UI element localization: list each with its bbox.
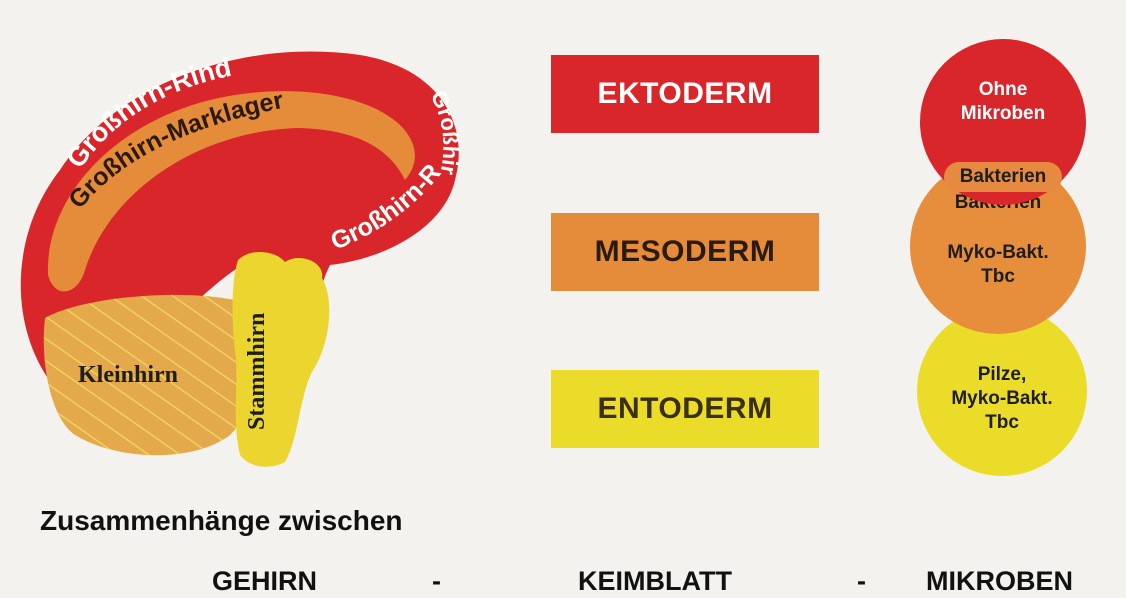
microbe-ekto-line1: Ohne (979, 78, 1028, 102)
microbe-ento-line2: Myko-Bakt. (951, 387, 1052, 411)
microbe-meso-line2: Myko-Bakt. (947, 241, 1048, 265)
microbe-ekto-line2: Mikroben (961, 102, 1045, 126)
label-brainstem: Stammhirn (244, 313, 270, 430)
germ-layer-entoderm: ENTODERM (551, 370, 819, 448)
brain-diagram: Großhirn-Rinde Großhirn-Marklager Großhi… (0, 0, 470, 470)
bottom-separator-2: - (857, 566, 866, 597)
microbe-ento-line3: Tbc (985, 411, 1019, 435)
label-cerebellum: Kleinhirn (78, 362, 178, 388)
bottom-label-gehirn: GEHIRN (212, 566, 317, 597)
bottom-label-mikroben: MIKROBEN (926, 566, 1073, 597)
germ-layer-mesoderm: MESODERM (551, 213, 819, 291)
microbe-meso-line3: Tbc (981, 265, 1015, 289)
microbe-overlap-label: Bakterien (944, 162, 1062, 192)
caption: Zusammenhänge zwischen (40, 505, 403, 537)
germ-layer-ektoderm: EKTODERM (551, 55, 819, 133)
bottom-separator-1: - (432, 566, 441, 597)
bottom-label-keimblatt: KEIMBLATT (578, 566, 732, 597)
microbe-ento-line1: Pilze, (978, 363, 1027, 387)
